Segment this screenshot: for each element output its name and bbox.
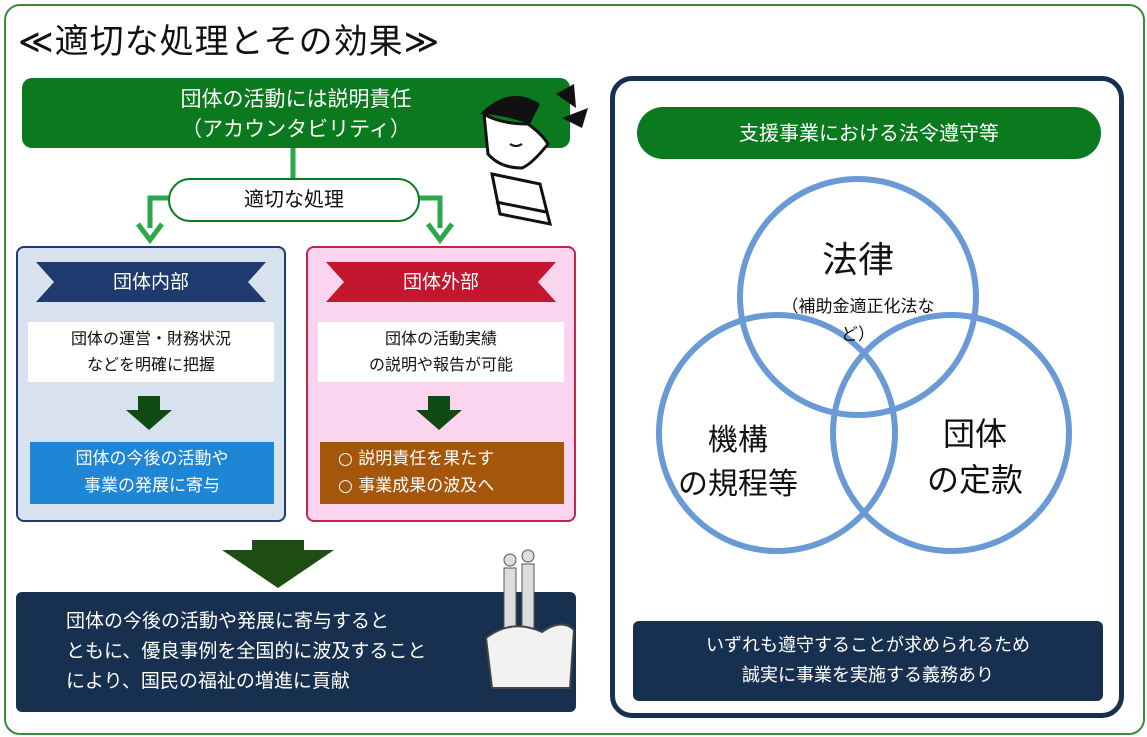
org-rules-line1: 機構 [708, 423, 768, 458]
internal-desc-line1: 団体の運営・財務状況 [70, 329, 231, 348]
conclusion-box: 団体の今後の活動や発展に寄与すると ともに、優良事例を全国的に波及すること によ… [16, 592, 576, 712]
law-sub-label: （補助金適正化法な ど） [748, 293, 968, 349]
compliance-footer-line2: 誠実に事業を実施する義務あり [742, 665, 994, 686]
external-header-ribbon [326, 262, 556, 302]
external-header: 団体外部 [402, 271, 479, 293]
conclusion-line3: により、国民の福祉の増進に貢献 [66, 670, 350, 692]
external-result: ○ 説明責任を果たす ○ 事業成果の波及へ [320, 442, 564, 504]
org-rules-line2: の規程等 [678, 467, 798, 502]
accountability-line1: 団体の活動には説明責任 [180, 87, 412, 111]
accountability-banner: 団体の活動には説明責任 （アカウンタビリティ） [22, 78, 570, 148]
internal-description: 団体の運営・財務状況 などを明確に把握 [28, 322, 274, 382]
org-rules-label: 機構 の規程等 [653, 419, 823, 507]
internal-header-ribbon [36, 262, 266, 302]
bylaws-circle [830, 312, 1072, 554]
internal-panel: 団体内部 団体の運営・財務状況 などを明確に把握 団体の今後の活動や 事業の発展… [16, 246, 286, 522]
internal-result-line1: 団体の今後の活動や [75, 449, 229, 469]
bylaws-line2: の定款 [926, 461, 1023, 499]
external-down-arrow [416, 396, 462, 430]
internal-down-arrow [126, 396, 172, 430]
compliance-venn-diagram [656, 176, 1072, 554]
proper-processing-pill: 適切な処理 [168, 178, 420, 222]
law-sub-line2: ど） [841, 325, 875, 345]
accountability-line2: （アカウンタビリティ） [181, 117, 411, 141]
external-panel: 団体外部 団体の活動実績 の説明や報告が可能 ○ 説明責任を果たす ○ 事業成果… [306, 246, 576, 522]
helping-hands-icon [484, 549, 576, 689]
conclusion-line2: ともに、優良事例を全国的に波及すること [66, 640, 427, 662]
org-rules-circle [656, 312, 898, 554]
internal-desc-line2: などを明確に把握 [86, 355, 215, 374]
internal-header: 団体内部 [112, 271, 189, 293]
conclusion-line1: 団体の今後の活動や発展に寄与すると [66, 610, 390, 632]
external-result-line1: ○ 説明責任を果たす [338, 449, 495, 469]
compliance-header: 支援事業における法令遵守等 [637, 107, 1101, 159]
branch-connector [136, 148, 454, 245]
page-title: ≪適切な処理とその効果≫ [18, 22, 441, 62]
bylaws-line1: 団体 [942, 415, 1007, 453]
law-label: 法律 [821, 240, 894, 281]
law-circle [737, 176, 979, 418]
external-result-line2: ○ 事業成果の波及へ [338, 476, 495, 496]
compliance-panel: 支援事業における法令遵守等 法律 （補助金適正化法な ど） 機構 の規程等 団体… [610, 76, 1124, 718]
law-sub-line1: （補助金適正化法な [781, 297, 935, 317]
bylaws-label: 団体 の定款 [905, 411, 1045, 503]
internal-result: 団体の今後の活動や 事業の発展に寄与 [30, 442, 274, 504]
external-desc-line1: 団体の活動実績 [384, 329, 497, 348]
compliance-footer-line1: いずれも遵守することが求められるため [706, 635, 1030, 656]
external-description: 団体の活動実績 の説明や報告が可能 [318, 322, 564, 382]
external-desc-line2: の説明や報告が可能 [368, 355, 513, 374]
conclusion-down-arrow [222, 540, 334, 588]
compliance-footer: いずれも遵守することが求められるため 誠実に事業を実施する義務あり [633, 621, 1103, 701]
thinking-man-icon [480, 84, 588, 226]
internal-result-line2: 事業の発展に寄与 [84, 476, 220, 496]
